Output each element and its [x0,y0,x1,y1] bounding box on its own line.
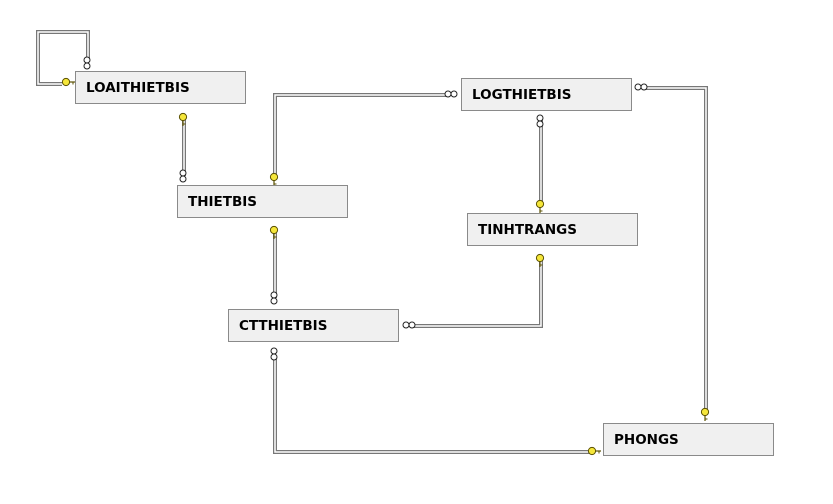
table-loaithietbis[interactable]: LOAITHIETBIS [75,71,246,104]
table-logthietbis[interactable]: LOGTHIETBIS [461,78,632,111]
table-name-phongs: PHONGS [614,432,679,448]
infinity-icon [270,347,278,361]
key-icon [535,199,545,213]
table-name-logthietbis: LOGTHIETBIS [472,87,572,103]
table-tinhtrangs[interactable]: TINHTRANGS [467,213,638,246]
infinity-icon [634,83,648,91]
table-name-thietbis: THIETBIS [188,194,257,210]
relationship-phongs-ctthietbis[interactable] [270,347,601,456]
relationship-phongs-logthietbis[interactable] [634,83,710,421]
key-icon [587,446,601,456]
key-icon [535,253,545,267]
relationship-tinhtrangs-ctthietbis[interactable] [402,253,545,329]
key-icon [61,77,75,87]
table-name-ctthietbis: CTTHIETBIS [239,318,328,334]
key-icon [269,225,279,239]
table-phongs[interactable]: PHONGS [603,423,774,456]
relationship-tinhtrangs-logthietbis[interactable] [535,114,545,213]
infinity-icon [444,90,458,98]
table-thietbis[interactable]: THIETBIS [177,185,348,218]
infinity-icon [270,291,278,305]
relationship-loaithietbis-self[interactable] [36,30,91,87]
infinity-icon [536,114,544,128]
table-name-tinhtrangs: TINHTRANGS [478,222,577,238]
key-icon [269,172,279,186]
table-ctthietbis[interactable]: CTTHIETBIS [228,309,399,342]
infinity-icon [83,56,91,70]
relationship-loaithietbis-thietbis[interactable] [178,112,188,183]
key-icon [700,407,710,421]
key-icon [178,112,188,126]
infinity-icon [402,321,416,329]
infinity-icon [179,169,187,183]
table-name-loaithietbis: LOAITHIETBIS [86,80,190,96]
relationship-thietbis-logthietbis[interactable] [269,90,458,186]
relationship-thietbis-ctthietbis[interactable] [269,225,279,305]
